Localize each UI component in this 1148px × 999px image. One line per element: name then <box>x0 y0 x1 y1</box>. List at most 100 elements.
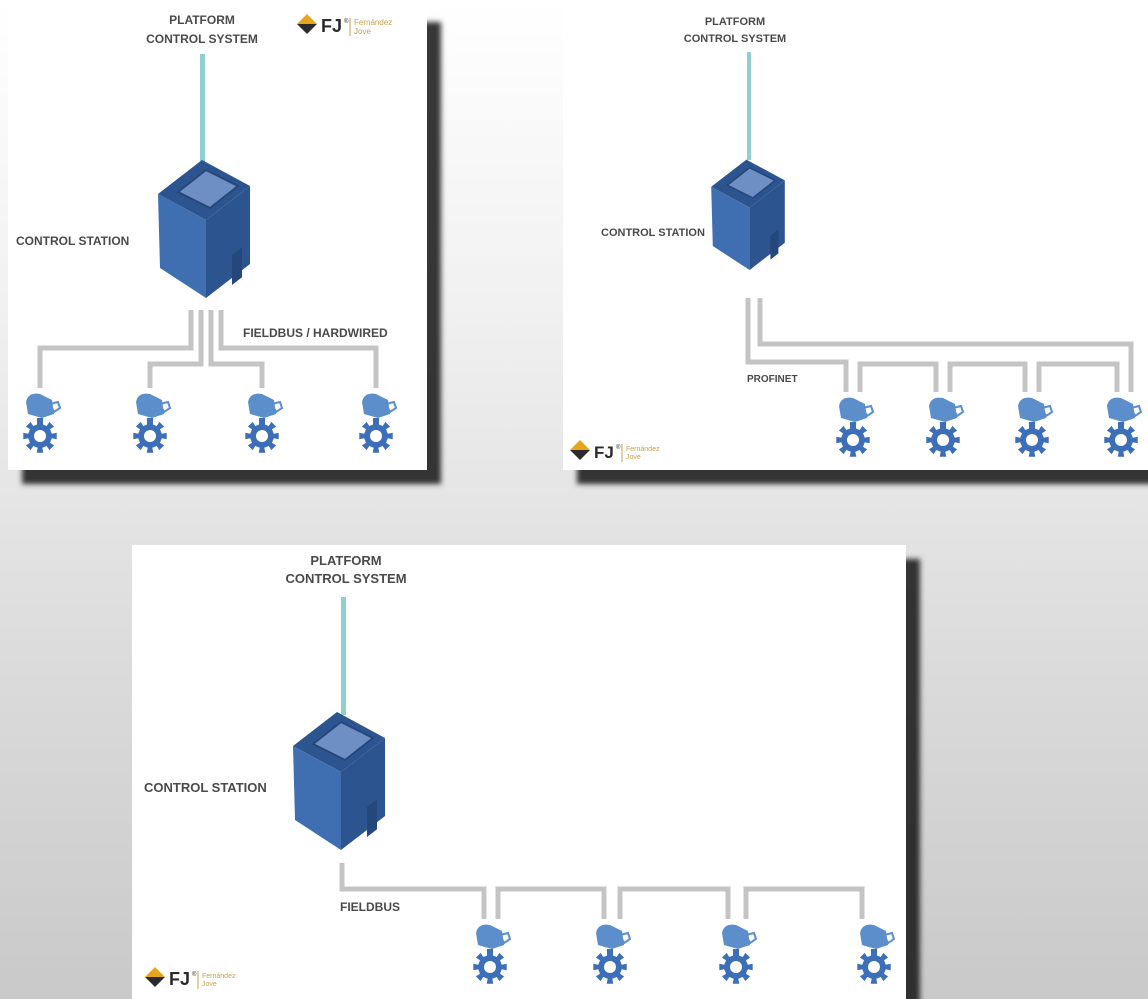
valve-actuator-icon <box>836 397 875 457</box>
valve-actuator-icon <box>593 924 632 984</box>
uplink-line <box>200 54 205 162</box>
actuator-row <box>23 393 398 453</box>
network-label: FIELDBUS <box>340 900 400 914</box>
actuator-stem <box>850 422 856 430</box>
valve-actuator-icon <box>359 393 398 453</box>
gear-hub <box>34 430 46 442</box>
actuator-body <box>929 397 957 422</box>
actuator-stem <box>871 949 877 957</box>
logo-sub2: Jove <box>202 981 217 988</box>
fj-diamond-logo-icon <box>145 967 165 987</box>
actuator-row <box>836 397 1143 457</box>
platform-label-line1: PLATFORM <box>310 553 381 568</box>
actuator-handwheel <box>744 931 758 945</box>
actuator-body <box>596 924 624 949</box>
valve-actuator-icon <box>133 393 172 453</box>
actuator-body <box>26 393 54 418</box>
actuator-handwheel <box>861 404 875 418</box>
uplink-line <box>747 52 751 160</box>
actuator-stem <box>940 422 946 430</box>
network-label: PROFINET <box>747 374 798 385</box>
logo-mark: FJ <box>594 443 614 462</box>
diagram-panel-profinet: PLATFORM CONTROL SYSTEM CONTROL STATION … <box>563 0 1148 470</box>
network-label: FIELDBUS / HARDWIRED <box>243 326 388 340</box>
actuator-handwheel <box>48 400 62 414</box>
actuator-handwheel <box>618 931 632 945</box>
gear-hub <box>1026 434 1038 446</box>
logo-sub1: Fernández <box>202 973 236 980</box>
logo-sub2: Jove <box>354 27 371 36</box>
actuator-body <box>722 924 750 949</box>
gear-hub <box>1115 434 1127 446</box>
actuator-body <box>860 924 888 949</box>
actuator-handwheel <box>1129 404 1143 418</box>
platform-label-line1: PLATFORM <box>705 16 765 28</box>
gear-hub <box>256 430 268 442</box>
logo-mark: FJ <box>169 969 190 989</box>
fieldbus-chain <box>339 863 865 919</box>
gear-hub <box>144 430 156 442</box>
actuator-stem <box>373 418 379 426</box>
station-label: CONTROL STATION <box>601 227 705 239</box>
actuator-handwheel <box>158 400 172 414</box>
logo-registered: ® <box>616 444 621 451</box>
actuator-body <box>1107 397 1135 422</box>
actuator-handwheel <box>951 404 965 418</box>
actuator-stem <box>607 949 613 957</box>
logo-sub1: Fernández <box>626 446 660 453</box>
valve-actuator-icon <box>245 393 284 453</box>
gear-hub <box>730 961 742 973</box>
actuator-stem <box>37 418 43 426</box>
actuator-body <box>248 393 276 418</box>
actuator-body <box>476 924 504 949</box>
profinet-ring <box>745 298 1134 392</box>
platform-label-line2: CONTROL SYSTEM <box>146 32 258 46</box>
valve-actuator-icon <box>719 924 758 984</box>
actuator-stem <box>1118 422 1124 430</box>
gear-hub <box>937 434 949 446</box>
logo-registered: ® <box>192 971 197 978</box>
actuator-body <box>839 397 867 422</box>
fj-diamond-logo-icon <box>297 14 317 34</box>
fj-logo: FJ ® Fernández Jove <box>297 14 392 36</box>
fj-logo: FJ ® Fernández Jove <box>570 440 660 462</box>
gear-hub <box>484 961 496 973</box>
valve-actuator-icon <box>926 397 965 457</box>
actuator-stem <box>147 418 153 426</box>
diagram-canvas: PLATFORM CONTROL SYSTEM CONTROL STATION … <box>144 553 896 989</box>
valve-actuator-icon <box>473 924 512 984</box>
control-cabinet-icon <box>711 159 785 270</box>
diagram-canvas: PLATFORM CONTROL SYSTEM CONTROL STATION … <box>570 16 1143 462</box>
logo-mark: FJ <box>321 16 342 36</box>
diagram-canvas: PLATFORM CONTROL SYSTEM FJ ® Fernández J… <box>16 13 398 453</box>
gear-hub <box>868 961 880 973</box>
actuator-handwheel <box>498 931 512 945</box>
control-cabinet-icon <box>158 160 250 298</box>
wiring-harness <box>37 310 379 388</box>
actuator-row <box>473 924 896 984</box>
actuator-stem <box>259 418 265 426</box>
station-label: CONTROL STATION <box>16 234 129 248</box>
station-label: CONTROL STATION <box>144 780 267 795</box>
actuator-handwheel <box>270 400 284 414</box>
uplink-line <box>341 597 346 715</box>
logo-sub1: Fernández <box>354 18 392 27</box>
gear-hub <box>370 430 382 442</box>
actuator-handwheel <box>1040 404 1054 418</box>
valve-actuator-icon <box>1015 397 1054 457</box>
logo-registered: ® <box>344 18 349 25</box>
platform-label-line1: PLATFORM <box>169 13 235 27</box>
actuator-stem <box>1029 422 1035 430</box>
logo-sub2: Jove <box>626 454 641 461</box>
diagram-panel-hardwired: PLATFORM CONTROL SYSTEM FJ ® Fernández J… <box>8 8 427 470</box>
actuator-body <box>362 393 390 418</box>
valve-actuator-icon <box>857 924 896 984</box>
actuator-body <box>136 393 164 418</box>
fj-logo: FJ ® Fernández Jove <box>145 967 236 989</box>
actuator-body <box>1018 397 1046 422</box>
gear-hub <box>604 961 616 973</box>
actuator-stem <box>733 949 739 957</box>
valve-actuator-icon <box>1104 397 1143 457</box>
actuator-stem <box>487 949 493 957</box>
gear-hub <box>847 434 859 446</box>
